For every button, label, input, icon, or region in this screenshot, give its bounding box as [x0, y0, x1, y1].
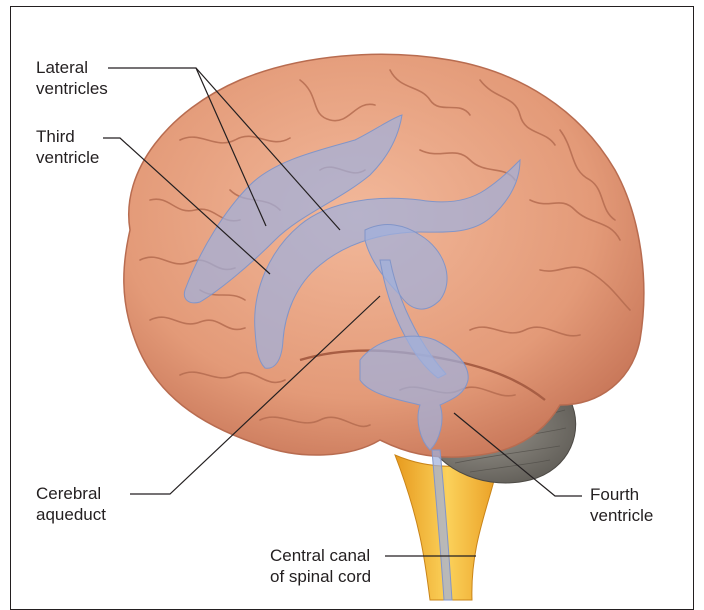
label-lateral-line2: ventricles — [36, 78, 108, 99]
label-central-canal: Central canal of spinal cord — [270, 545, 371, 587]
label-fourth-line1: Fourth — [590, 484, 653, 505]
label-aqueduct-line2: aqueduct — [36, 504, 106, 525]
label-third-line2: ventricle — [36, 147, 99, 168]
label-lateral-ventricles: Lateral ventricles — [36, 57, 108, 99]
label-third-ventricle: Third ventricle — [36, 126, 99, 168]
label-fourth-ventricle: Fourth ventricle — [590, 484, 653, 526]
label-cerebral-aqueduct: Cerebral aqueduct — [36, 483, 106, 525]
label-aqueduct-line1: Cerebral — [36, 483, 106, 504]
label-lateral-line1: Lateral — [36, 57, 108, 78]
label-fourth-line2: ventricle — [590, 505, 653, 526]
label-central-line1: Central canal — [270, 545, 371, 566]
label-third-line1: Third — [36, 126, 99, 147]
label-central-line2: of spinal cord — [270, 566, 371, 587]
